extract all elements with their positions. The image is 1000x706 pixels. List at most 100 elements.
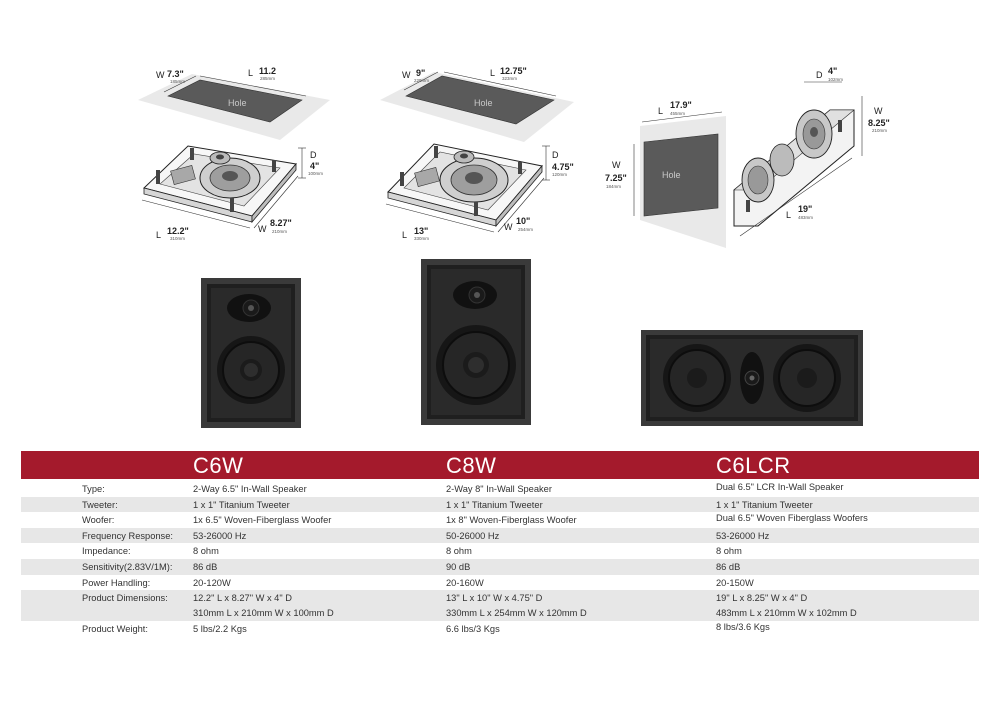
spec-label: Woofer:: [82, 515, 115, 526]
c8w-d-letter: D: [552, 150, 559, 160]
spec-value-c8w: 6.6 lbs/3 Kgs: [446, 624, 500, 635]
spec-value-c8w: 90 dB: [446, 561, 471, 572]
c6w-d-letter: D: [310, 150, 317, 160]
c8w-w-letter: W: [402, 70, 411, 80]
spec-row-product-weight: Product Weight: 5 lbs/2.2 Kgs 6.6 lbs/3 …: [21, 621, 979, 637]
c6lcr-rw-letter: W: [874, 106, 883, 116]
spec-value-c6w: 2-Way 6.5" In-Wall Speaker: [193, 484, 307, 494]
c6w-l-letter: L: [248, 68, 253, 78]
c6w-bl-mm: 310mm: [170, 236, 185, 241]
c8w-speaker-image: [421, 259, 531, 425]
c6w-l-mm: 285mm: [260, 76, 275, 81]
spec-value-c6lcr: 8 ohm: [716, 546, 742, 557]
c6lcr-bl-mm: 483mm: [798, 215, 813, 220]
c6w-speaker-graphic: [201, 278, 301, 428]
c6w-w-value: 7.3": [167, 69, 184, 79]
c6lcr-d-mm: 102mm: [828, 77, 843, 82]
c8w-bl-mm: 330mm: [414, 236, 429, 241]
c6w-dimension-diagram: Hole W 7.3" 185mm L 11.2 285mm D 4": [130, 60, 340, 250]
c8w-bw-mm: 254mm: [518, 227, 533, 232]
spec-value-c6w: 12.2" L x 8.27" W x 4" D: [193, 593, 292, 604]
c6lcr-diagram-graphic: Hole L 17.9" 455mm W 7.25" 184mm D 4" 10…: [605, 66, 890, 248]
spec-value-c8w-metric: 330mm L x 254mm W x 120mm D: [446, 608, 587, 619]
c6lcr-bl-value: 19": [798, 204, 812, 214]
spec-value-c6w-metric: 310mm L x 210mm W x 100mm D: [193, 608, 334, 619]
spec-row-type: Type: 2-Way 6.5" In-Wall Speaker 2-Way 8…: [21, 481, 979, 497]
spec-value-c6lcr: 53-26000 Hz: [716, 530, 770, 541]
spec-value-c6w: 8 ohm: [193, 546, 219, 557]
spec-table: Type: 2-Way 6.5" In-Wall Speaker 2-Way 8…: [21, 481, 979, 637]
c8w-d-mm: 120mm: [552, 172, 567, 177]
spec-label: Power Handling:: [82, 577, 151, 588]
c6lcr-speaker-image: [641, 330, 863, 426]
c6w-bw-mm: 210mm: [272, 229, 287, 234]
c6lcr-w-mm: 184mm: [606, 184, 621, 189]
spec-row-woofer: Woofer: 1x 6.5" Woven-Fiberglass Woofer …: [21, 512, 979, 528]
spec-value-c6lcr-metric: 483mm L x 210mm W x 102mm D: [716, 608, 857, 619]
spec-label: Impedance:: [82, 546, 131, 557]
spec-row-tweeter: Tweeter: 1 x 1" Titanium Tweeter 1 x 1" …: [21, 496, 979, 513]
c6lcr-dimension-diagram: Hole L 17.9" 455mm W 7.25" 184mm D 4" 10…: [600, 60, 900, 250]
c6w-speaker-image: [201, 278, 301, 428]
c6w-w-letter: W: [156, 70, 165, 80]
c6w-bw-value: 8.27": [270, 218, 292, 228]
c6w-bw-letter: W: [258, 224, 267, 234]
c6lcr-speaker-graphic: [641, 330, 863, 426]
c6w-bl-value: 12.2": [167, 226, 189, 236]
c8w-d-value: 4.75": [552, 162, 574, 172]
spec-value-c6lcr: 8 lbs/3.6 Kgs: [716, 622, 770, 633]
c6w-d-value: 4": [310, 161, 319, 171]
spec-row-product-dimensions: Product Dimensions: 12.2" L x 8.27" W x …: [21, 590, 979, 622]
model-name-c8w: C8W: [446, 453, 497, 478]
spec-value-c6w: 5 lbs/2.2 Kgs: [193, 624, 247, 635]
c6w-bl-letter: L: [156, 230, 161, 240]
c8w-diagram-graphic: Hole W 9" 229mm L 12.75" 323mm D 4.75" 1…: [380, 66, 574, 241]
c8w-bl-letter: L: [402, 230, 407, 240]
spec-value-c6w: 20-120W: [193, 577, 231, 588]
spec-value-c6w: 1 x 1" Titanium Tweeter: [193, 499, 290, 510]
spec-value-c6lcr: 86 dB: [716, 561, 741, 572]
c6lcr-rw-value: 8.25": [868, 118, 890, 128]
spec-value-c6lcr: 1 x 1" Titanium Tweeter: [716, 499, 813, 510]
spec-value-c8w: 1 x 1" Titanium Tweeter: [446, 499, 543, 510]
c6lcr-rw-mm: 210mm: [872, 128, 887, 133]
c6lcr-l-mm: 455mm: [670, 111, 685, 116]
c8w-w-value: 9": [416, 68, 425, 78]
spec-value-c8w: 8 ohm: [446, 546, 472, 557]
spec-row-impedance: Impedance: 8 ohm 8 ohm 8 ohm: [21, 543, 979, 559]
spec-value-c6w: 86 dB: [193, 561, 218, 572]
c6lcr-w-value: 7.25": [605, 173, 627, 183]
spec-label: Type:: [82, 484, 105, 494]
c8w-bl-value: 13": [414, 226, 428, 236]
spec-value-c6lcr: Dual 6.5" Woven Fiberglass Woofers: [716, 513, 868, 524]
spec-value-c8w: 1x 8" Woven-Fiberglass Woofer: [446, 515, 577, 526]
c6w-diagram-graphic: Hole W 7.3" 185mm L 11.2 285mm D 4": [138, 66, 330, 241]
c6lcr-d-letter: D: [816, 70, 823, 80]
spec-row-power-handling: Power Handling: 20-120W 20-160W 20-150W: [21, 575, 979, 591]
c8w-w-mm: 229mm: [414, 78, 429, 83]
c8w-bw-letter: W: [504, 222, 513, 232]
spec-value-c8w: 13" L x 10" W x 4.75" D: [446, 593, 543, 604]
spec-value-c6lcr: 20-150W: [716, 577, 754, 588]
model-name-c6w: C6W: [193, 453, 244, 478]
c8w-speaker-graphic: [421, 259, 531, 425]
spec-value-c8w: 2-Way 8" In-Wall Speaker: [446, 484, 552, 494]
spec-label: Product Weight:: [82, 624, 148, 635]
c8w-bw-value: 10": [516, 216, 530, 226]
c6lcr-hole-label: Hole: [662, 170, 681, 180]
model-name-c6lcr: C6LCR: [716, 453, 791, 478]
c6lcr-l-value: 17.9": [670, 100, 692, 110]
spec-value-c6w: 53-26000 Hz: [193, 530, 247, 541]
spec-value-c6lcr: Dual 6.5" LCR In-Wall Speaker: [716, 482, 844, 492]
c8w-hole-label: Hole: [474, 98, 493, 108]
spec-value-c6w: 1x 6.5" Woven-Fiberglass Woofer: [193, 515, 332, 526]
c6w-hole-label: Hole: [228, 98, 247, 108]
c6w-l-value: 11.2: [259, 66, 276, 76]
spec-label: Sensitivity(2.83V/1M):: [82, 561, 173, 572]
c6lcr-w-letter: W: [612, 160, 621, 170]
spec-value-c8w: 50-26000 Hz: [446, 530, 500, 541]
spec-row-sensitivity: Sensitivity(2.83V/1M): 86 dB 90 dB 86 dB: [21, 558, 979, 575]
spec-table-header: C6W C8W C6LCR: [21, 451, 979, 479]
c6lcr-bl-letter: L: [786, 210, 791, 220]
c8w-l-value: 12.75": [500, 66, 527, 76]
